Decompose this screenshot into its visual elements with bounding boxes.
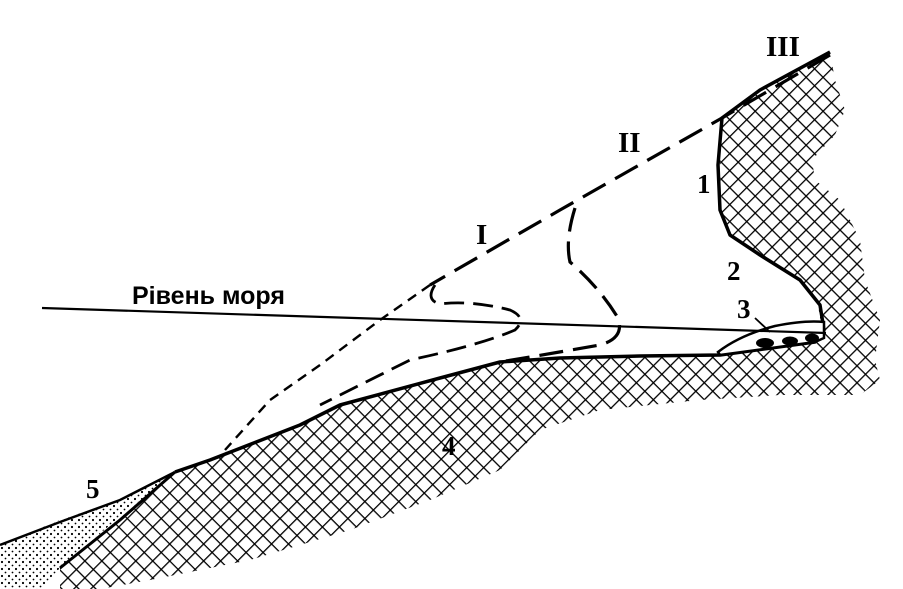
label-stage-3: III xyxy=(766,31,800,63)
contact-line xyxy=(59,470,176,570)
leader-line xyxy=(754,317,771,333)
sea-level-label: Рівень моря xyxy=(132,282,285,310)
label-cliff: 1 xyxy=(697,169,711,199)
label-beach: 3 xyxy=(737,294,751,324)
pebble xyxy=(782,336,798,346)
label-accumulative-terrace: 5 xyxy=(86,474,100,504)
original-slope-profile xyxy=(429,53,831,287)
label-wave-cut-notch: 2 xyxy=(727,256,741,286)
sand-deposit xyxy=(0,472,175,589)
sand-surface xyxy=(0,470,176,547)
original-slope-lower xyxy=(224,284,431,451)
sea-level-line xyxy=(41,306,827,335)
stage-1-profile xyxy=(319,284,522,407)
pebble xyxy=(756,338,774,348)
label-stage-1: I xyxy=(476,219,487,251)
pebble xyxy=(805,333,819,343)
stage-2-profile xyxy=(499,207,622,364)
beach-deposit xyxy=(716,320,826,357)
label-abrasion-platform: 4 xyxy=(442,431,456,461)
bedrock-mass xyxy=(60,52,880,589)
label-stage-2: II xyxy=(618,127,641,159)
